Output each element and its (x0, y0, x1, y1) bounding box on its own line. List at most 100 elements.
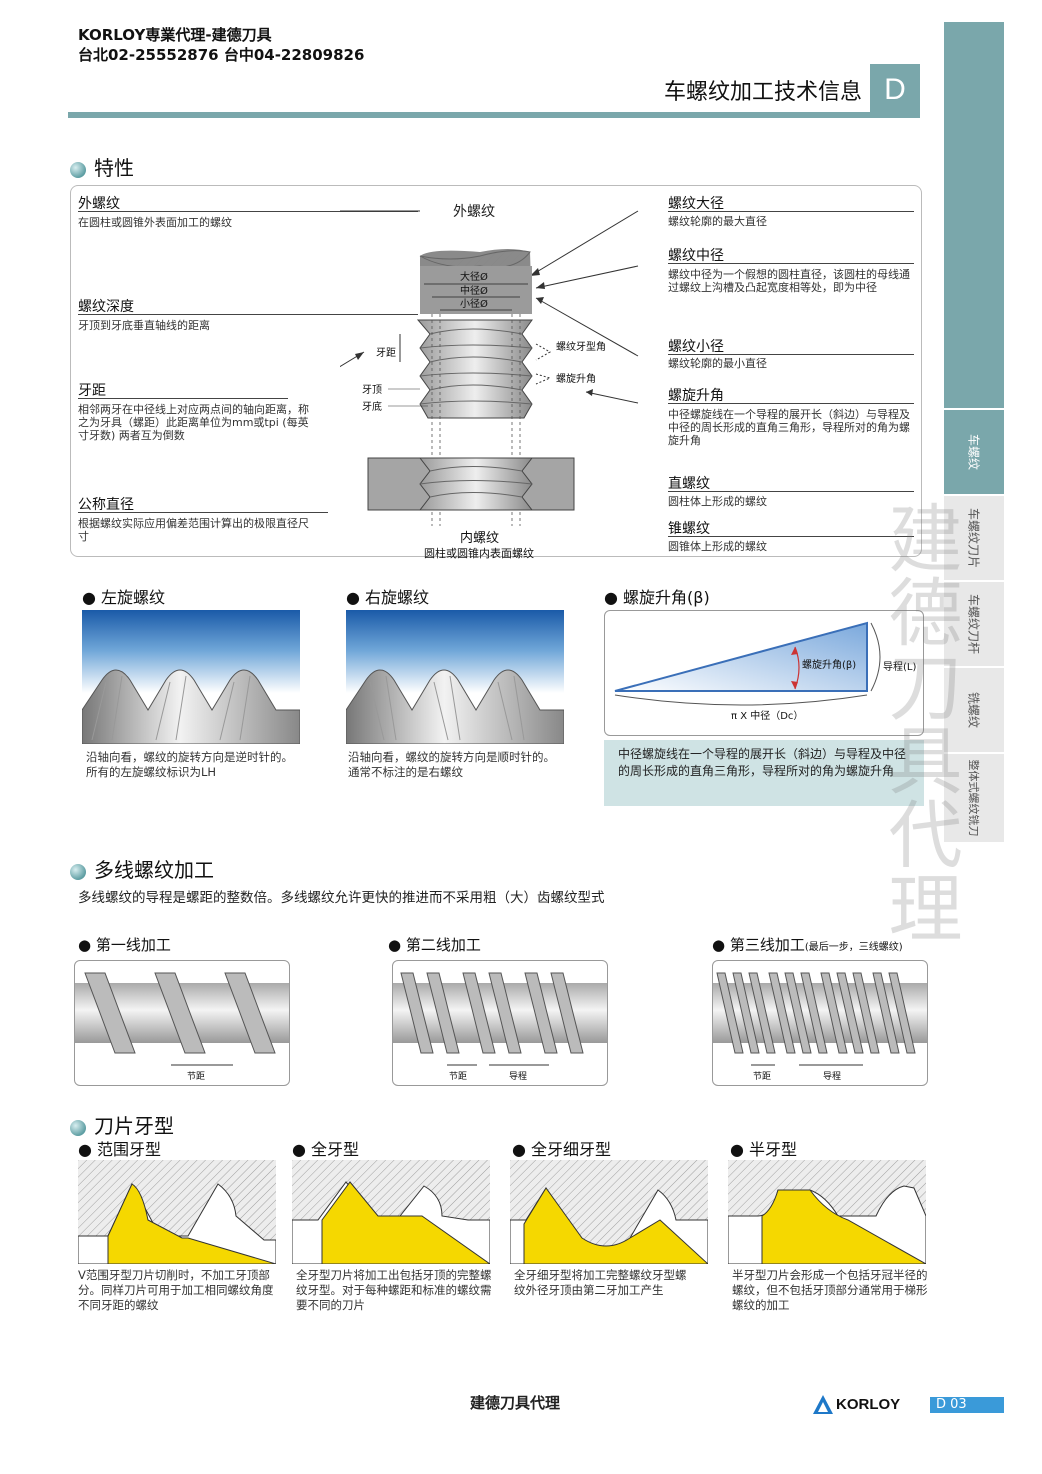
left-hand-title: ● 左旋螺纹 (82, 588, 166, 607)
multi-desc: 多线螺纹的导程是螺距的整数倍。多线螺纹允许更快的推进而不采用粗（大）齿螺纹型式 (78, 890, 605, 906)
features-section-title: 特性 (70, 152, 134, 181)
profiles-section-title: 刀片牙型 (70, 1110, 174, 1139)
leader-line (668, 403, 914, 404)
header-company: KORLOY専業代理-建德刀具 (78, 26, 272, 44)
left-hand-desc-2: 所有的左旋螺纹标识为LH (86, 765, 217, 779)
label-nominal-diameter: 公称直径 (78, 497, 134, 513)
label-taper-thread: 锥螺纹 (668, 521, 710, 537)
label-external-thread: 外螺纹 (78, 196, 120, 212)
svg-text:螺旋升角(β): 螺旋升角(β) (802, 658, 856, 671)
side-tab-milling[interactable]: 铣螺纹 (944, 666, 1004, 752)
label-straight-thread: 直螺纹 (668, 476, 710, 492)
svg-text:导程(L): 导程(L) (883, 661, 916, 673)
multi-section-title: 多线螺纹加工 (70, 854, 214, 883)
svg-text:螺纹牙型角: 螺纹牙型角 (556, 340, 606, 353)
desc-straight-thread: 圆柱体上形成的螺纹 (668, 495, 767, 508)
korloy-logo-icon (813, 1395, 833, 1414)
pass-3-title: ● 第三线加工(最后一步，三线螺纹) (712, 936, 903, 954)
profile-1-desc: V范围牙型刀片切削时，不加工牙顶部分。同样刀片可用于加工相同螺纹角度不同牙距的螺… (78, 1268, 274, 1312)
profile-1-image (78, 1160, 276, 1264)
desc-pitch-diameter: 螺纹中径为一个假想的圆柱直径，该圆柱的母线通过螺纹上沟槽及凸起宽度相等处，即为中… (668, 268, 910, 294)
svg-text:大径Ø: 大径Ø (460, 270, 488, 283)
leader-line (668, 263, 914, 264)
desc-pitch: 相邻两牙在中径线上对应两点间的轴向距离，称之为牙具（螺距）此距离单位为mm或tp… (78, 403, 309, 442)
side-tab-inserts[interactable]: 车螺纹刀片 (944, 494, 1004, 580)
desc-nominal-diameter: 根据螺纹实际应用偏差范围计算出的极限直径尺寸 (78, 517, 309, 543)
leader-line (668, 354, 914, 355)
profile-3-title: ● 全牙细牙型 (512, 1140, 612, 1159)
profile-4-title: ● 半牙型 (730, 1140, 798, 1159)
svg-text:节距: 节距 (187, 1071, 205, 1082)
footer-brand: KORLOY (836, 1396, 901, 1413)
section-letter-badge: D (870, 64, 920, 116)
profile-4-desc: 半牙型刀片会形成一个包括牙冠半径的螺纹，但不包括牙顶部分通常用于梯形螺纹的加工 (732, 1268, 928, 1312)
pass-1-image: 节距 (74, 960, 290, 1086)
features-panel (70, 185, 922, 557)
side-tab-solid-mills[interactable]: 整体式螺纹铣刀 (944, 752, 1004, 842)
page-title: 车螺纹加工技术信息 (663, 80, 862, 105)
title-rule (68, 112, 920, 118)
profile-2-desc: 全牙型刀片将加工出包括牙顶的完整螺纹牙型。对于每种螺距和标准的螺纹需要不同的刀片 (296, 1268, 492, 1312)
right-hand-desc-2: 通常不标注的是右螺纹 (348, 765, 463, 779)
desc-thread-depth: 牙顶到牙底垂直轴线的距离 (78, 319, 210, 332)
label-minor-diameter: 螺纹小径 (668, 339, 724, 355)
profile-2-image (292, 1160, 490, 1264)
profile-3-desc: 全牙细牙型将加工完整螺纹牙型螺纹外径牙顶由第二牙加工产生 (514, 1268, 687, 1297)
side-bar (944, 22, 1004, 408)
right-hand-title: ● 右旋螺纹 (346, 588, 430, 607)
side-tab-holders[interactable]: 车螺纹刀杆 (944, 580, 1004, 666)
page-number: D 03 (930, 1397, 1004, 1413)
right-hand-image (346, 610, 564, 744)
thread-diagram: 大径Ø 中径Ø 小径Ø 牙距 牙顶 牙底 螺纹牙型角 螺旋升角 内螺纹 圆柱或圆… (340, 210, 639, 560)
leader-line (78, 314, 418, 315)
svg-text:节距: 节距 (753, 1071, 771, 1082)
leader-line (78, 398, 288, 399)
pass-2-image: 节距 导程 (392, 960, 608, 1086)
svg-text:节距: 节距 (449, 1071, 467, 1082)
svg-text:导程: 导程 (509, 1071, 527, 1082)
svg-text:牙顶: 牙顶 (362, 384, 382, 396)
side-tab-turning[interactable]: 车螺纹 (944, 408, 1004, 494)
leader-line (668, 491, 914, 492)
pass-2-title: ● 第二线加工 (388, 936, 481, 954)
leader-line (668, 536, 914, 537)
watermark: 建德刀具代理 (876, 500, 962, 944)
label-major-diameter: 螺纹大径 (668, 196, 724, 212)
bullet-ball-icon (70, 161, 86, 178)
bullet-ball-icon (70, 1119, 86, 1136)
footer-text: 建德刀具代理 (470, 1394, 561, 1412)
profile-3-image (510, 1160, 708, 1264)
desc-taper-thread: 圆锥体上形成的螺纹 (668, 540, 767, 553)
svg-text:牙底: 牙底 (362, 400, 382, 413)
leader-line (78, 512, 328, 513)
desc-external-thread: 在圆柱或圆锥外表面加工的螺纹 (78, 216, 232, 229)
label-thread-depth: 螺纹深度 (78, 299, 134, 315)
svg-text:中径Ø: 中径Ø (460, 284, 488, 297)
lead-angle-title: ● 螺旋升角(β) (604, 588, 710, 607)
pass-1-title: ● 第一线加工 (78, 936, 171, 954)
profile-4-image (728, 1160, 926, 1264)
svg-text:圆柱或圆锥内表面螺纹: 圆柱或圆锥内表面螺纹 (424, 546, 534, 560)
diagram-external-label: 外螺纹 (453, 204, 495, 220)
svg-text:导程: 导程 (823, 1071, 841, 1082)
bullet-ball-icon (70, 863, 86, 880)
svg-text:π X 中径（Dc）: π X 中径（Dc） (731, 709, 803, 722)
profile-2-title: ● 全牙型 (292, 1140, 360, 1159)
right-hand-desc-1: 沿轴向看，螺纹的旋转方向是顺时针的。 (348, 750, 555, 764)
desc-minor-diameter: 螺纹轮廓的最小直径 (668, 357, 767, 370)
left-hand-image (82, 610, 300, 744)
svg-text:螺旋升角: 螺旋升角 (556, 372, 596, 385)
label-pitch-diameter: 螺纹中径 (668, 248, 724, 264)
lead-angle-note: 中径螺旋线在一个导程的展开长（斜边）与导程及中径的周长形成的直角三角形，导程所对… (604, 740, 924, 806)
lead-angle-panel: 螺旋升角(β) 导程(L) π X 中径（Dc） (604, 610, 924, 736)
profile-1-title: ● 范围牙型 (78, 1140, 162, 1159)
leader-line (668, 211, 914, 212)
header-phones: 台北02-25552876 台中04-22809826 (78, 46, 365, 64)
left-hand-desc-1: 沿轴向看，螺纹的旋转方向是逆时针的。 (86, 750, 293, 764)
label-pitch: 牙距 (78, 383, 106, 399)
svg-text:小径Ø: 小径Ø (460, 297, 488, 310)
svg-text:内螺纹: 内螺纹 (460, 530, 499, 546)
leader-line (78, 211, 418, 212)
desc-lead-angle: 中径螺旋线在一个导程的展开长（斜边）与导程及中径的周长形成的直角三角形，导程所对… (668, 408, 910, 447)
label-lead-angle: 螺旋升角 (668, 388, 724, 404)
